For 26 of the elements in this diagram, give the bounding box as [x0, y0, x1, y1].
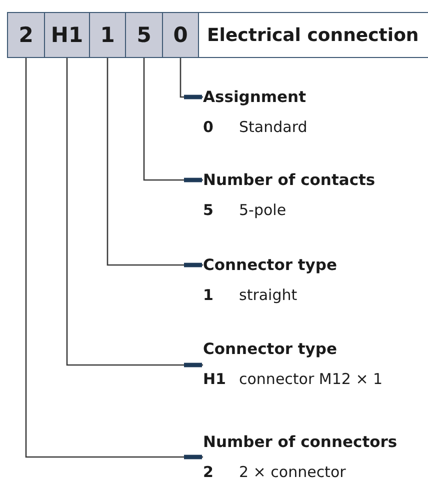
option-code: H1	[203, 369, 227, 389]
option-code: 2	[203, 462, 214, 482]
option-heading: Number of contacts	[203, 170, 376, 191]
option-heading: Number of connectors	[203, 432, 398, 453]
leader-line	[25, 58, 203, 460]
option-value: 5-pole	[239, 200, 286, 220]
option-heading: Connector type	[203, 339, 338, 360]
option-heading: Connector type	[203, 255, 338, 276]
option-code: 1	[203, 285, 214, 305]
option-value: straight	[239, 285, 298, 305]
code-digit: H1	[44, 12, 90, 58]
code-digit: 0	[162, 12, 199, 58]
option-value: connector M12 × 1	[239, 369, 383, 389]
leader-line	[180, 58, 203, 100]
code-title: Electrical connection	[198, 12, 428, 58]
option-code: 0	[203, 117, 214, 137]
option-value: Standard	[239, 117, 308, 137]
code-digit: 2	[7, 12, 45, 58]
leader-line	[66, 58, 203, 368]
code-digit: 5	[125, 12, 163, 58]
option-value: 2 × connector	[239, 462, 346, 482]
option-heading: Assignment	[203, 87, 306, 108]
leader-line	[106, 58, 203, 268]
code-digit: 1	[89, 12, 126, 58]
leader-line	[143, 58, 203, 182]
option-code: 5	[203, 200, 214, 220]
